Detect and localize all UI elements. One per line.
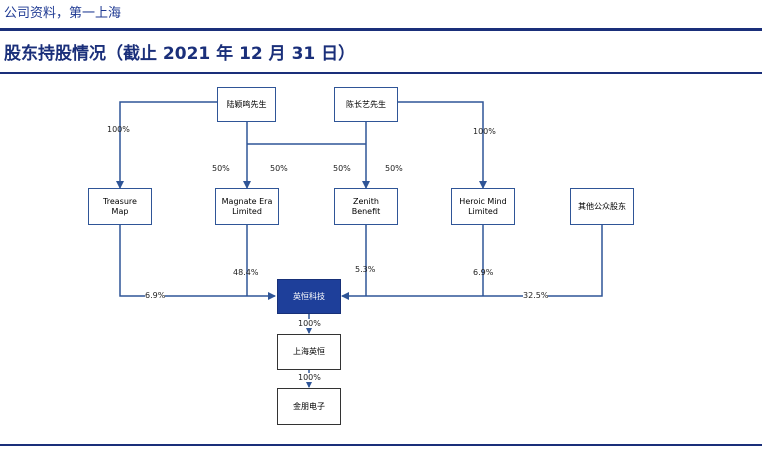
node-treasure-label: Treasure Map [103,196,137,216]
label-lu-zenith: 50% [333,164,351,173]
node-public-shareholders: 其他公众股东 [570,188,634,225]
node-shanghai-label: 上海英恒 [293,347,325,356]
node-magnate-era: Magnate Era Limited [215,188,279,225]
label-chen-zenith: 50% [385,164,403,173]
label-treasure-yingheng: 6.9% [145,291,166,300]
node-public-label: 其他公众股东 [578,201,626,211]
node-chen-label: 陈长艺先生 [346,99,386,109]
node-jinpeng: 金朋电子 [277,388,341,425]
node-zenith-benefit: Zenith Benefit [334,188,398,225]
node-heroic-mind: Heroic Mind Limited [451,188,515,225]
label-chen-magnate: 50% [270,164,288,173]
node-lu-label: 陆颖鸣先生 [226,99,267,109]
node-zenith-label: Zenith Benefit [351,196,381,216]
node-treasure-map: Treasure Map [88,188,152,225]
source-caption: 公司资料，第一上海 [4,6,122,21]
node-magnate-label: Magnate Era Limited [221,196,273,216]
title-divider [0,72,762,74]
section-title: 股东持股情况（截止 2021 年 12 月 31 日） [4,44,356,64]
node-yingheng-label: 英恒科技 [293,291,325,301]
edge-chen-heroic [398,101,487,189]
label-zenith-yingheng: 5.3% [355,265,376,274]
bottom-divider [0,444,762,446]
node-chen: 陈长艺先生 [334,87,398,122]
edge-treasure-yingheng [119,225,276,300]
label-public-yingheng: 32.5% [523,291,549,300]
node-lu: 陆颖鸣先生 [217,87,276,122]
label-lu-treasure: 100% [107,125,130,134]
label-shanghai-jinpeng: 100% [298,373,321,382]
node-yingheng: 英恒科技 [277,279,341,314]
edge-lu-treasure [116,101,217,189]
top-divider [0,28,762,31]
node-shanghai-yingheng: 上海英恒 [277,334,341,370]
label-yingheng-shanghai: 100% [298,319,321,328]
edge-public-yingheng [341,225,603,300]
label-lu-magnate: 50% [212,164,230,173]
node-heroic-label: Heroic Mind Limited [459,196,507,216]
label-magnate-yingheng: 48.4% [233,268,259,277]
shareholding-diagram: 陆颖鸣先生 陈长艺先生 Treasure Map Magnate Era Lim… [0,80,762,440]
connector-lines [116,101,603,388]
node-jinpeng-label: 金朋电子 [293,401,325,411]
label-heroic-yingheng: 6.9% [473,268,494,277]
label-chen-heroic: 100% [473,127,496,136]
